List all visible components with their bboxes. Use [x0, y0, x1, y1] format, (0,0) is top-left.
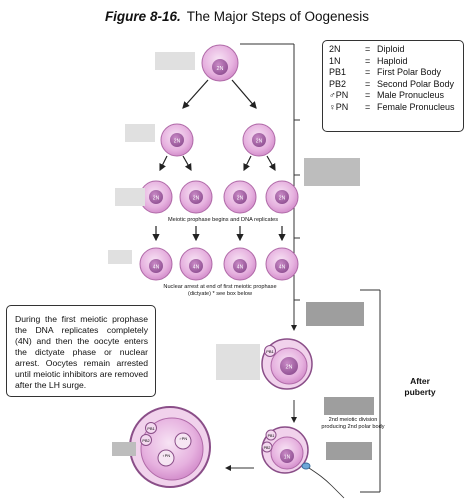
pb2-label: PB2	[264, 446, 271, 450]
legend-row: 2N=Diploid	[329, 44, 405, 54]
legend-row: PB1=First Polar Body	[329, 67, 442, 77]
oogonium-cell: 2N	[201, 44, 239, 82]
pb1-label: PB1	[147, 427, 154, 431]
cell-label: 2N	[174, 139, 181, 145]
dictyate-note-box: During the first meiotic prophase the DN…	[6, 305, 156, 397]
cell-label: 4N	[153, 265, 160, 271]
second-row-cells: 2N 2N	[160, 123, 276, 157]
cell-label: 2N	[279, 196, 286, 202]
legend-symbol: PB1	[329, 67, 347, 77]
female-pn-label: ♀PN	[162, 454, 170, 458]
third-row-cells: 2N 2N 2N 2N	[139, 180, 299, 214]
legend-symbol: ♀PN	[329, 101, 349, 112]
cell-label: 2N	[193, 196, 200, 202]
cell-label: 2N	[216, 66, 223, 72]
cell-label: 1N	[284, 455, 291, 461]
legend-meaning: Female Pronucleus	[377, 101, 455, 112]
male-pn-label: ♂PN	[179, 437, 187, 441]
legend-row: ♀PN=Female Pronucleus	[329, 101, 455, 112]
legend-meaning: Second Polar Body	[377, 78, 455, 89]
figure-title: Figure 8-16. The Major Steps of Oogenesis	[0, 9, 474, 24]
sperm-head	[301, 462, 311, 470]
division-arrows	[152, 79, 286, 242]
zygote: ♀PN ♂PN PB1 PB2	[129, 406, 211, 488]
label-mask-9	[326, 442, 372, 460]
legend-symbol: 1N	[329, 55, 341, 66]
secondary-oocyte: 2N PB1	[261, 338, 313, 390]
after-puberty-label: After puberty	[404, 376, 436, 397]
cell-label: 2N	[256, 139, 263, 145]
second-division-caption: 2nd meiotic division producing 2nd polar…	[321, 417, 385, 430]
pb1-label: PB1	[268, 434, 275, 438]
cell-label: 2N	[285, 365, 292, 371]
legend-meaning: First Polar Body	[377, 67, 442, 77]
label-mask-7	[216, 344, 260, 380]
label-mask-4	[108, 250, 132, 264]
figure-number: Figure 8-16.	[104, 9, 181, 24]
cell-label: 2N	[153, 196, 160, 202]
label-mask-3	[115, 188, 145, 206]
label-mask-10	[112, 442, 136, 456]
nuclear-arrest-caption: Nuclear arrest at end of first meiotic p…	[163, 284, 277, 297]
sperm-tail	[308, 467, 345, 499]
legend-row: ♂PN=Male Pronucleus	[329, 90, 445, 100]
label-mask-1	[155, 52, 195, 70]
label-mask-2	[125, 124, 155, 142]
cell-label: 4N	[237, 265, 244, 271]
legend-meaning: Male Pronucleus	[377, 90, 445, 100]
label-mask-5	[304, 158, 360, 186]
fertilized-oocyte: 1N PB1 PB2	[261, 426, 345, 499]
figure-heading: The Major Steps of Oogenesis	[186, 9, 370, 24]
label-mask-8	[324, 397, 374, 415]
fourth-row-cells: 4N 4N 4N 4N	[139, 247, 299, 281]
legend-row: PB2=Second Polar Body	[329, 78, 455, 89]
cell-label: 4N	[193, 265, 200, 271]
legend-symbol: PB2	[329, 78, 347, 89]
legend-row: 1N=Haploid	[329, 55, 408, 66]
legend-meaning: Haploid	[377, 55, 408, 66]
cell-label: 4N	[279, 265, 286, 271]
legend-meaning: Diploid	[377, 44, 405, 54]
meiotic-prophase-caption: Meiotic prophase begins and DNA replicat…	[167, 217, 279, 223]
cell-label: 2N	[237, 196, 244, 202]
legend-symbol: 2N	[329, 44, 341, 54]
legend-symbol: ♂PN	[329, 90, 349, 100]
label-mask-6	[306, 302, 364, 326]
pb1-label: PB1	[266, 349, 274, 354]
pb2-label: PB2	[142, 439, 149, 443]
legend-box: 2N=Diploid 1N=Haploid PB1=First Polar Bo…	[322, 40, 464, 132]
